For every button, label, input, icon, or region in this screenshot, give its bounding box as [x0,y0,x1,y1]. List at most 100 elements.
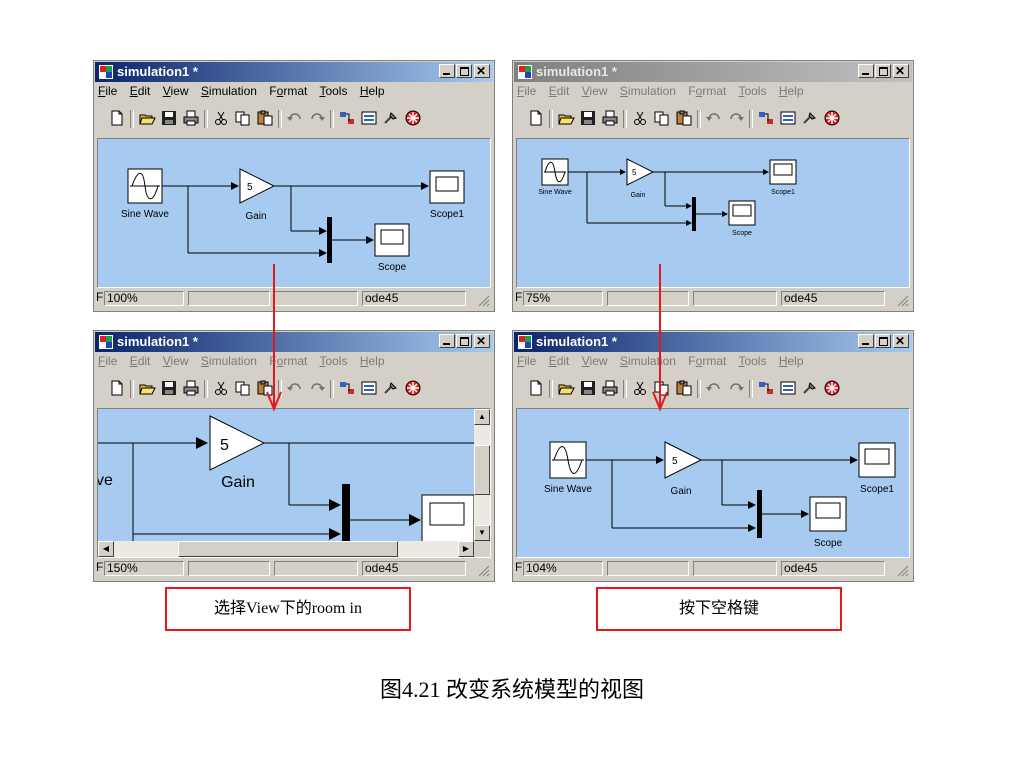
vertical-scroll-thumb[interactable] [474,445,490,495]
menu-file[interactable]: File [98,354,118,368]
menu-edit[interactable]: Edit [129,84,151,98]
menu-simulation[interactable]: Simulation [200,354,257,368]
model-browser-icon[interactable] [779,379,797,397]
model-canvas[interactable]: Sine Wave 5 Gain Scope [97,138,491,288]
model-canvas[interactable]: Sine Wave 5 Gain Scope Scope1 [516,138,910,288]
undo-icon[interactable] [286,109,304,127]
menu-tools[interactable]: Tools [319,84,348,98]
redo-icon[interactable] [308,109,326,127]
new-icon[interactable] [108,379,126,397]
cut-icon[interactable] [631,379,649,397]
new-icon[interactable] [527,379,545,397]
title-bar[interactable]: simulation1 * ✕ [95,62,493,82]
open-icon[interactable] [557,109,575,127]
scope-block[interactable] [728,200,756,226]
new-icon[interactable] [108,109,126,127]
menu-help[interactable]: Help [359,354,385,368]
menu-format[interactable]: Format [688,354,727,368]
save-icon[interactable] [160,379,178,397]
debug-icon[interactable] [404,109,422,127]
menu-tools[interactable]: Tools [738,84,767,98]
gain-block[interactable] [209,415,266,471]
undo-icon[interactable] [286,379,304,397]
gain-block[interactable] [664,441,703,479]
save-icon[interactable] [579,109,597,127]
title-bar[interactable]: simulation1 * ✕ [514,332,912,352]
menu-help[interactable]: Help [778,354,804,368]
open-icon[interactable] [557,379,575,397]
title-bar[interactable]: simulation1 * ✕ [95,332,493,352]
mux-block[interactable] [342,484,350,558]
gain-block[interactable] [626,158,655,186]
menu-help[interactable]: Help [359,84,385,98]
print-icon[interactable] [182,379,200,397]
menu-file[interactable]: File [517,354,537,368]
model-canvas[interactable]: ve 5 Gain ▲ ▼ ◀ ▶ [97,408,491,558]
redo-icon[interactable] [727,379,745,397]
horizontal-scrollbar[interactable]: ◀ ▶ [98,541,474,557]
model-browser-icon[interactable] [360,109,378,127]
menu-view[interactable]: View [162,354,189,368]
resize-grip-icon[interactable] [478,565,490,577]
close-icon[interactable]: ✕ [893,64,909,78]
scope-block[interactable] [809,496,847,532]
maximize-icon[interactable] [456,64,472,78]
copy-icon[interactable] [653,109,671,127]
cut-icon[interactable] [212,109,230,127]
scope1-block[interactable] [858,442,896,478]
library-icon[interactable] [757,379,775,397]
menu-tools[interactable]: Tools [319,354,348,368]
gain-block[interactable] [239,168,276,204]
menu-help[interactable]: Help [778,84,804,98]
cut-icon[interactable] [631,109,649,127]
debug-icon[interactable] [823,379,841,397]
maximize-icon[interactable] [456,334,472,348]
menu-file[interactable]: File [517,84,537,98]
menu-format[interactable]: Format [688,84,727,98]
paste-icon[interactable] [256,109,274,127]
mux-block[interactable] [692,197,696,231]
save-icon[interactable] [579,379,597,397]
debug-icon[interactable] [823,109,841,127]
redo-icon[interactable] [727,109,745,127]
library-icon[interactable] [338,379,356,397]
minimize-icon[interactable] [858,64,874,78]
paste-icon[interactable] [675,109,693,127]
close-icon[interactable]: ✕ [474,334,490,348]
model-canvas[interactable]: Sine Wave 5 Gain Scope Scope1 [516,408,910,558]
menu-file[interactable]: File [98,84,118,98]
mux-block[interactable] [757,490,762,538]
scroll-down-icon[interactable]: ▼ [474,525,490,541]
open-icon[interactable] [138,109,156,127]
library-icon[interactable] [757,109,775,127]
scope1-block[interactable] [769,159,797,185]
sine-wave-block[interactable] [541,158,569,186]
build-icon[interactable] [382,379,400,397]
close-icon[interactable]: ✕ [893,334,909,348]
scroll-up-icon[interactable]: ▲ [474,409,490,425]
minimize-icon[interactable] [439,64,455,78]
print-icon[interactable] [182,109,200,127]
debug-icon[interactable] [404,379,422,397]
new-icon[interactable] [527,109,545,127]
menu-format[interactable]: Format [269,354,308,368]
copy-icon[interactable] [234,109,252,127]
menu-view[interactable]: View [581,84,608,98]
menu-view[interactable]: View [162,84,189,98]
redo-icon[interactable] [308,379,326,397]
paste-icon[interactable] [675,379,693,397]
undo-icon[interactable] [705,379,723,397]
copy-icon[interactable] [234,379,252,397]
close-icon[interactable]: ✕ [474,64,490,78]
menu-edit[interactable]: Edit [548,354,570,368]
scroll-right-icon[interactable]: ▶ [458,541,474,557]
menu-format[interactable]: Format [269,84,308,98]
vertical-scrollbar[interactable]: ▲ ▼ [474,409,490,541]
maximize-icon[interactable] [875,64,891,78]
open-icon[interactable] [138,379,156,397]
menu-edit[interactable]: Edit [548,84,570,98]
menu-view[interactable]: View [581,354,608,368]
title-bar[interactable]: simulation1 * ✕ [514,62,912,82]
horizontal-scroll-thumb[interactable] [178,541,398,557]
save-icon[interactable] [160,109,178,127]
